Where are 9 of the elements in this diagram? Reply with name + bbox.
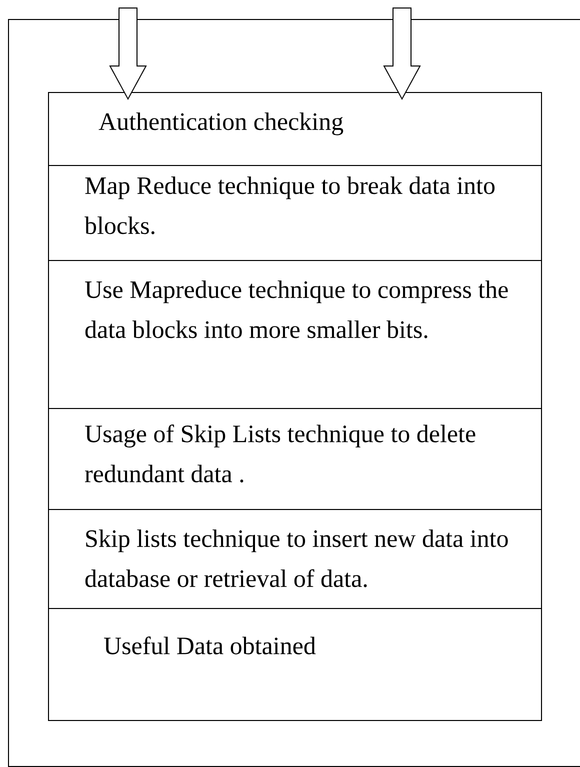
block-arrow — [383, 8, 421, 100]
step-box: Usage of Skip Lists technique to delete redundant data . — [48, 408, 542, 510]
step-box: Authentication checking — [48, 92, 542, 166]
step-box: Use Mapreduce technique to compress the data blocks into more smaller bits. — [48, 260, 542, 409]
block-arrow — [109, 8, 147, 100]
step-box: Skip lists technique to insert new data into database or retrieval of data. — [48, 509, 542, 609]
outer-frame — [8, 19, 580, 767]
step-box: Map Reduce technique to break data into blocks. — [48, 165, 542, 261]
step-box: Useful Data obtained — [48, 608, 542, 721]
